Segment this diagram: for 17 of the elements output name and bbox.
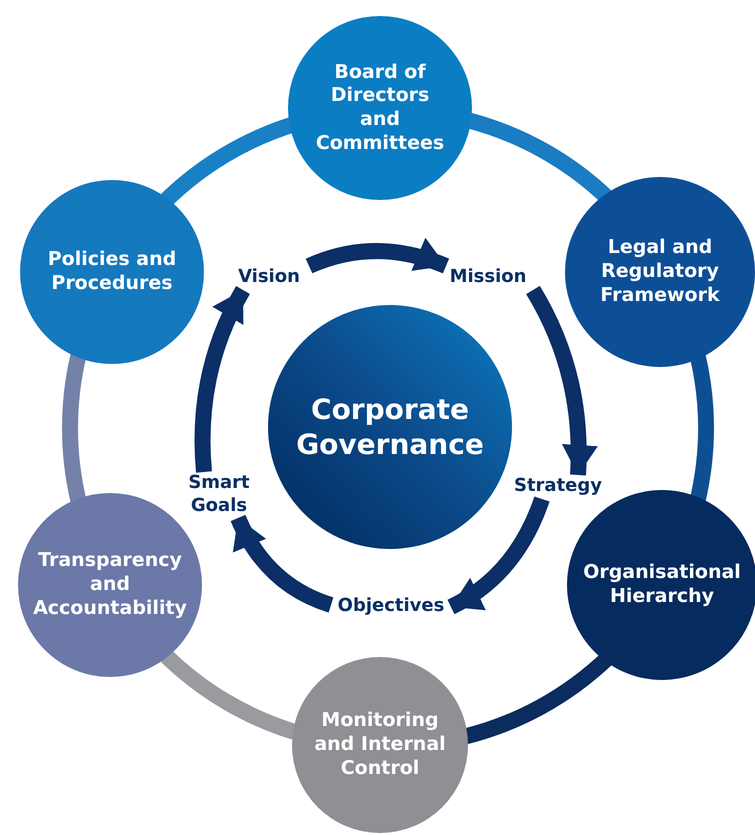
curved-arrow <box>230 514 334 613</box>
circle-label: Monitoring and Internal Control <box>313 709 447 781</box>
circle-label: Transparency and Accountability <box>32 549 188 621</box>
curved-arrow <box>447 496 550 614</box>
stage-label: Strategy <box>508 475 608 499</box>
stage-label: Mission <box>443 266 533 290</box>
stage-label: Vision <box>229 266 309 290</box>
stage-label: Smart Goals <box>179 472 259 518</box>
stage-label: Objectives <box>331 595 451 619</box>
circle-label: Organisational Hierarchy <box>582 561 742 609</box>
circle-label: Corporate Governance <box>295 392 485 462</box>
circle-label: Legal and Regulatory Framework <box>599 236 721 308</box>
curved-arrow <box>306 238 449 274</box>
circle-label: Policies and Procedures <box>46 248 178 296</box>
curved-arrow <box>194 286 250 473</box>
circle-label: Board of Directors and Committees <box>314 60 446 156</box>
curved-arrow <box>526 286 598 476</box>
